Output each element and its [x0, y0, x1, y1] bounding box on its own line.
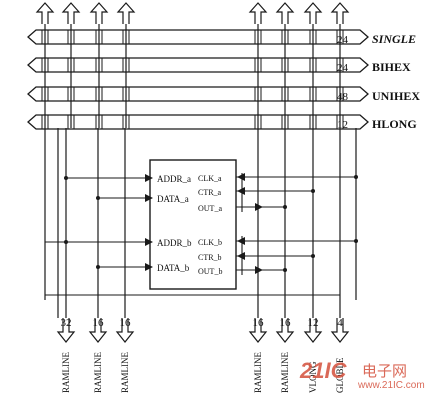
port-out_b: OUT_b — [198, 267, 222, 276]
bus-width-label: 24 — [337, 34, 349, 46]
bottom-line-label: RAMLINE — [253, 352, 263, 393]
bus-width-label: 24 — [337, 62, 349, 74]
port-ctr_b: CTR_b — [198, 253, 222, 262]
bottom-width-label: 32 — [61, 317, 72, 329]
bus-name-label: UNIHEX — [372, 89, 420, 103]
bus-single: 24 SINGLE — [27, 29, 416, 46]
top-arrow — [248, 2, 268, 24]
bus-bihex: 24 BIHEX — [27, 57, 411, 74]
port-out_a: OUT_a — [198, 204, 222, 213]
bus-width-label: 12 — [337, 119, 348, 131]
bottom-line-label: RAMLINE — [93, 352, 103, 393]
watermark-cn-text: 电子网 — [362, 363, 408, 380]
bus-name-label: HLONG — [372, 117, 417, 131]
bottom-line-label: GLOBLE — [335, 357, 345, 393]
bottom-line-label: RAMLINE — [61, 352, 71, 393]
ram-block — [149, 159, 237, 290]
top-arrow — [35, 2, 55, 24]
port-clk_a: CLK_a — [198, 174, 222, 183]
port-addr_a: ADDR_a — [157, 174, 191, 184]
bus-width-label: 48 — [337, 91, 349, 103]
bottom-outputs: 32RAMLINE16RAMLINE16RAMLINE16RAMLINE16RA… — [56, 317, 350, 393]
bottom-line-label: RAMLINE — [280, 352, 290, 393]
port-addr_b: ADDR_b — [157, 238, 192, 248]
bus-unihex: 48 UNIHEX — [27, 86, 420, 103]
bottom-width-label: 16 — [120, 317, 132, 329]
port-ctr_a: CTR_a — [198, 188, 222, 197]
top-arrow — [61, 2, 81, 24]
vertical-routing-lines — [44, 24, 357, 318]
bus-hlong: 12 HLONG — [27, 114, 417, 131]
bottom-width-label: 16 — [93, 317, 105, 329]
bottom-line-label: VLONG — [308, 361, 318, 393]
port-data_a: DATA_a — [157, 194, 189, 204]
top-arrow — [116, 2, 136, 24]
watermark-url-text: www.21IC.com — [358, 380, 425, 391]
bus-name-label: BIHEX — [372, 60, 411, 74]
bottom-width-label: 4 — [337, 317, 343, 329]
top-vertical-arrows — [35, 2, 350, 24]
port-data_b: DATA_b — [157, 263, 190, 273]
port-clk_b: CLK_b — [198, 238, 222, 247]
bottom-line-label: RAMLINE — [120, 352, 130, 393]
bottom-width-label: 12 — [308, 317, 319, 329]
top-arrow — [303, 2, 323, 24]
bottom-width-label: 16 — [280, 317, 292, 329]
watermark-cn: 电子网 — [362, 360, 407, 381]
watermark-url: www.21IC.com — [358, 380, 425, 391]
watermark-logo: 21IC — [300, 358, 346, 384]
bus-name-label: SINGLE — [372, 32, 416, 46]
connection-wires — [45, 173, 358, 296]
watermark-logo-text: 21IC — [300, 358, 347, 383]
bottom-width-label: 16 — [253, 317, 265, 329]
top-arrow — [89, 2, 109, 24]
top-arrow — [330, 2, 350, 24]
top-arrow — [275, 2, 295, 24]
